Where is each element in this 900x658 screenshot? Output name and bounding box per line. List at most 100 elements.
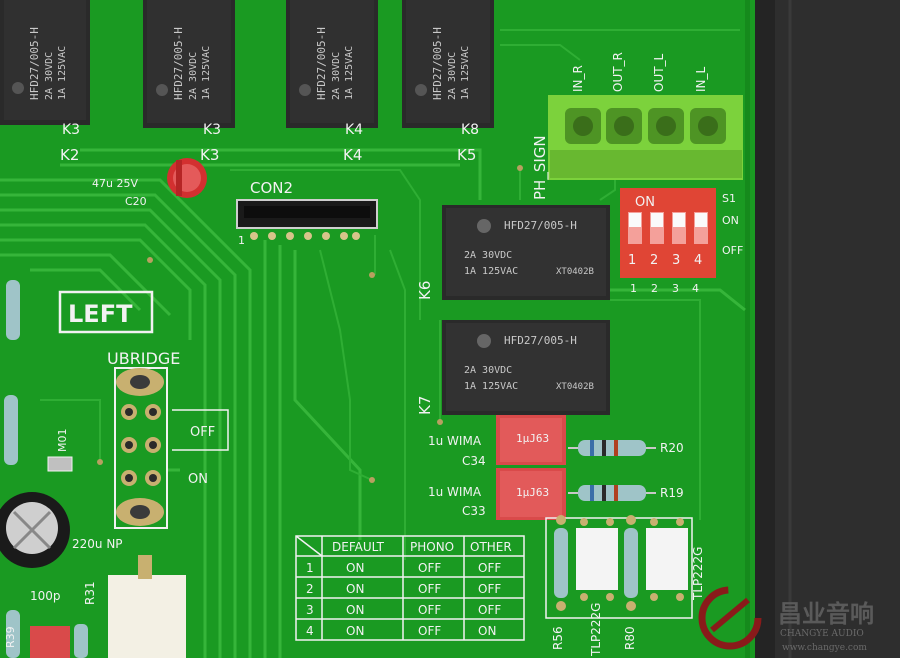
- r20-label: R20: [660, 441, 684, 455]
- con2-label: CON2: [250, 179, 293, 197]
- table-row-3-default: ON: [346, 603, 364, 617]
- relay-k7-code: XT0402B: [556, 382, 594, 392]
- terminal-block: [548, 95, 743, 180]
- table-row-1-num: 1: [306, 561, 314, 575]
- table-row-3-num: 3: [306, 603, 314, 617]
- label-k4: K4: [343, 146, 362, 164]
- ubridge-label: UBRIDGE: [107, 349, 180, 368]
- opto-2: [646, 518, 688, 601]
- dip-body-num-2: 2: [650, 253, 658, 268]
- changye-logo-icon: [698, 586, 762, 650]
- dip-body-num-3: 3: [672, 253, 680, 268]
- r31-label: R31: [83, 581, 97, 605]
- table-row-1-phono: OFF: [418, 561, 441, 575]
- terminal-label: PH_SIGN: [531, 135, 550, 200]
- relay-k2-model: HFD27/005-H: [28, 27, 41, 100]
- c34-ref: C34: [462, 454, 486, 468]
- relay-k4-model: HFD27/005-H: [315, 27, 328, 100]
- relay-k7: [442, 320, 610, 415]
- left-label-box: [58, 290, 154, 334]
- con2-pin1: 1: [238, 234, 245, 247]
- dip-pcb-num-2: 2: [651, 282, 658, 295]
- watermark-en: CHANGYE AUDIO: [780, 629, 864, 639]
- relay-k2: [0, 0, 90, 125]
- watermark-url: www.changye.com: [782, 643, 867, 653]
- relay-k3-model: HFD27/005-H: [172, 27, 185, 100]
- ubridge-on: ON: [188, 472, 208, 487]
- c33-marking: 1μJ63: [516, 486, 549, 499]
- capacitor-c20: [167, 158, 207, 198]
- r56-label: R56: [551, 626, 565, 650]
- c20-value: 47u 25V: [92, 177, 138, 190]
- relay-k4: [286, 0, 378, 128]
- relay-k7-model: HFD27/005-H: [504, 334, 577, 347]
- opto2-label: TLP222G: [691, 547, 705, 601]
- table-row-4-phono: OFF: [418, 624, 441, 638]
- dip-pcb-num-1: 1: [630, 282, 637, 295]
- relay-k3: [143, 0, 235, 128]
- relay-k6: [442, 205, 610, 300]
- relay-k7-rating1: 2A 30VDC: [464, 365, 512, 376]
- relay-k6-rating1: 2A 30VDC: [464, 250, 512, 261]
- table-header-other: OTHER: [470, 540, 512, 554]
- cap-bottom-left: [30, 626, 70, 658]
- label-k2: K2: [60, 146, 79, 164]
- label-k3-upper: K3: [203, 122, 221, 138]
- r39-label: R39: [4, 626, 17, 648]
- label-k4-upper: K4: [345, 122, 363, 138]
- relay-k4-rating1: 2A 30VDC: [331, 52, 342, 100]
- relay-k5-rating1: 2A 30VDC: [447, 52, 458, 100]
- resistor-r56: [554, 515, 568, 611]
- label-k8: K8: [461, 122, 479, 138]
- wima-c33: [496, 468, 566, 520]
- relay-k4-rating2: 1A 125VAC: [344, 46, 355, 100]
- terminal-pin-out-l: OUT_L: [652, 53, 666, 92]
- relay-k7-rating2: 1A 125VAC: [464, 381, 518, 392]
- watermark-cn: 昌业音响: [778, 600, 874, 628]
- capacitor-220u: [0, 492, 70, 568]
- opto-1: [576, 518, 618, 601]
- m01-label: M01: [56, 429, 69, 453]
- resistor-r20: [568, 440, 656, 456]
- ubridge-jumper: [114, 367, 168, 529]
- c33-ref: C33: [462, 504, 486, 518]
- opto1-label: TLP222G: [589, 603, 603, 657]
- c20-ref: C20: [125, 195, 147, 208]
- table-row-2-other: OFF: [478, 582, 501, 596]
- c34-marking: 1μJ63: [516, 432, 549, 445]
- resistor-bottom-left: [74, 624, 88, 658]
- settings-table: [295, 535, 525, 641]
- table-row-2-default: ON: [346, 582, 364, 596]
- terminal-pin-in-l: IN_L: [694, 66, 708, 92]
- table-row-1-other: OFF: [478, 561, 501, 575]
- label-k3-partial: K3: [62, 122, 80, 138]
- relay-k5: [402, 0, 494, 128]
- ceramic-resistor: [108, 555, 186, 658]
- relay-k6-model: HFD27/005-H: [504, 219, 577, 232]
- table-row-4-default: ON: [346, 624, 364, 638]
- dip-switch-s1: [620, 188, 716, 278]
- dip-on-label: ON: [635, 195, 655, 210]
- top-relay-row: [0, 0, 494, 128]
- table-row-1-default: ON: [346, 561, 364, 575]
- dip-body-num-1: 1: [628, 253, 636, 268]
- table-row-4-other: ON: [478, 624, 496, 638]
- vias: [97, 165, 523, 483]
- relay-k2-rating1: 2A 30VDC: [44, 52, 55, 100]
- dip-state-off: OFF: [722, 244, 743, 257]
- table-row-2-phono: OFF: [418, 582, 441, 596]
- table-row-3-phono: OFF: [418, 603, 441, 617]
- ubridge-off: OFF: [190, 425, 215, 440]
- dip-state-on: ON: [722, 214, 739, 227]
- label-k5: K5: [457, 146, 476, 164]
- r19-label: R19: [660, 486, 684, 500]
- relay-k2-rating2: 1A 125VAC: [57, 46, 68, 100]
- relay-k6-rating2: 1A 125VAC: [464, 266, 518, 277]
- relay-k5-model: HFD27/005-H: [431, 27, 444, 100]
- left-resistors: [4, 280, 20, 658]
- table-row-2-num: 2: [306, 582, 314, 596]
- dip-pcb-num-3: 3: [672, 282, 679, 295]
- opto-outline: [545, 517, 693, 619]
- left-label: LEFT: [68, 300, 133, 328]
